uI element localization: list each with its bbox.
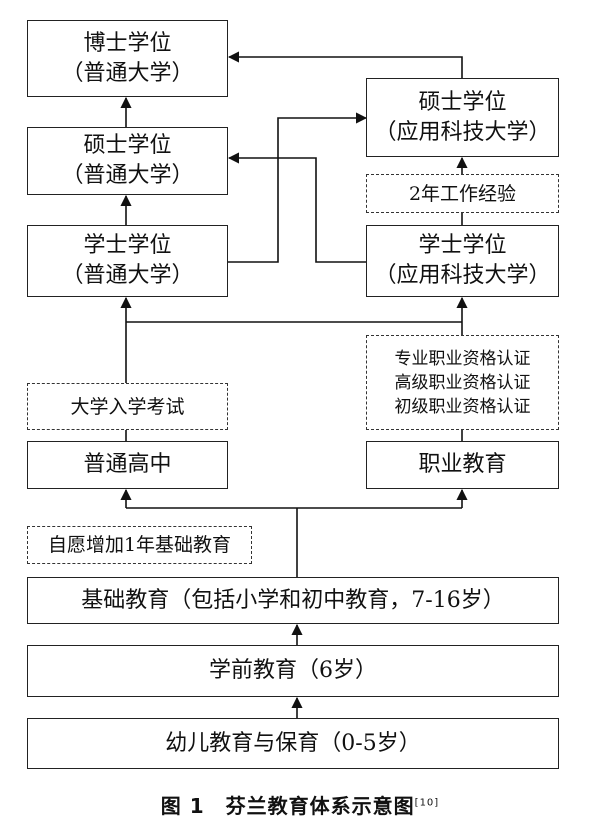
qualification-initial: 初级职业资格认证 [394, 396, 531, 417]
arrow-master-applied-to-phd [227, 51, 463, 78]
work-experience-label: 2年工作经验 [408, 182, 517, 205]
master-general-sub: （普通大学） [61, 163, 194, 188]
master-applied-title: 硕士学位 [418, 89, 507, 115]
basic-education-box: 基础教育（包括小学和初中教育，7-16岁） [27, 577, 559, 624]
bachelor-general-sub: （普通大学） [61, 263, 194, 288]
basic-education-label: 基础教育（包括小学和初中教育，7-16岁） [81, 587, 505, 613]
bachelor-general-box: 学士学位 （普通大学） [27, 225, 228, 297]
preschool-education-box: 学前教育（6岁） [27, 645, 559, 697]
early-childhood-care-box: 幼儿教育与保育（0-5岁） [27, 718, 559, 769]
arrow-bachelor-applied-to-master-general [227, 152, 366, 263]
vocational-education-box: 职业教育 [366, 441, 559, 489]
qualification-professional: 专业职业资格认证 [394, 348, 531, 369]
voluntary-extra-year-box: 自愿增加1年基础教育 [27, 526, 252, 564]
figure-caption-reference: [10] [414, 797, 440, 809]
phd-general-title: 博士学位 [83, 30, 172, 56]
university-entrance-exam-label: 大学入学考试 [70, 395, 185, 418]
work-experience-box: 2年工作经验 [366, 174, 559, 213]
figure-caption: 图 1 芬兰教育体系示意图[10] [0, 790, 600, 819]
qualification-advanced: 高级职业资格认证 [394, 372, 531, 393]
vocational-qualifications-box: 专业职业资格认证 高级职业资格认证 初级职业资格认证 [366, 335, 559, 430]
general-upper-secondary-label: 普通高中 [83, 452, 172, 477]
bachelor-general-title: 学士学位 [83, 233, 172, 258]
general-upper-secondary-box: 普通高中 [27, 441, 228, 489]
arrow-bachelor-general-to-master-applied [228, 112, 368, 263]
bachelor-applied-sub: （应用科技大学） [374, 263, 551, 288]
bachelor-applied-box: 学士学位 （应用科技大学） [366, 225, 559, 297]
master-general-title: 硕士学位 [83, 133, 172, 158]
voluntary-extra-year-label: 自愿增加1年基础教育 [47, 534, 232, 556]
master-applied-box: 硕士学位 （应用科技大学） [366, 78, 559, 157]
preschool-education-label: 学前教育（6岁） [209, 658, 377, 683]
figure-caption-text: 图 1 芬兰教育体系示意图 [160, 794, 415, 818]
vocational-education-label: 职业教育 [418, 452, 507, 477]
bachelor-applied-title: 学士学位 [418, 233, 507, 258]
master-applied-sub: （应用科技大学） [374, 119, 551, 145]
phd-general-box: 博士学位 （普通大学） [27, 20, 228, 97]
master-general-box: 硕士学位 （普通大学） [27, 127, 228, 195]
university-entrance-exam-box: 大学入学考试 [27, 383, 228, 430]
phd-general-sub: （普通大学） [61, 60, 194, 86]
early-childhood-care-label: 幼儿教育与保育（0-5岁） [165, 730, 421, 756]
